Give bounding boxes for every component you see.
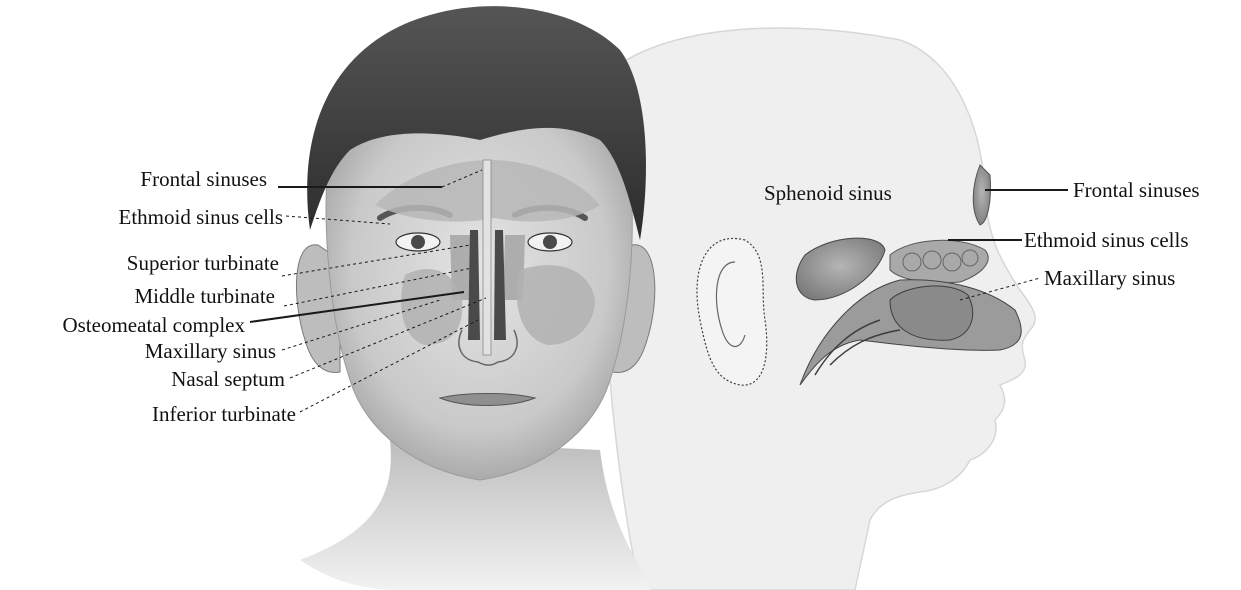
label-sphenoid-sinus: Sphenoid sinus xyxy=(764,181,892,205)
front-left-iris xyxy=(411,235,425,249)
label-frontal-sinuses-side: Frontal sinuses xyxy=(1073,178,1200,202)
label-superior-turbinate: Superior turbinate xyxy=(75,251,279,275)
label-nasal-septum: Nasal septum xyxy=(120,367,285,391)
label-inferior-turbinate: Inferior turbinate xyxy=(92,402,296,426)
label-middle-turbinate: Middle turbinate xyxy=(85,284,275,308)
label-maxillary-sinus-side: Maxillary sinus xyxy=(1044,266,1175,290)
label-frontal-sinuses-front: Frontal sinuses xyxy=(95,167,267,191)
label-ethmoid-sinus-cells-side: Ethmoid sinus cells xyxy=(1024,228,1189,252)
label-osteomeatal-complex: Osteomeatal complex xyxy=(5,313,245,337)
front-nasal-septum-shape xyxy=(483,160,491,355)
profile-head xyxy=(591,28,1035,590)
front-right-iris xyxy=(543,235,557,249)
label-maxillary-sinus-front: Maxillary sinus xyxy=(100,339,276,363)
profile-ethmoid-cells-shape xyxy=(890,240,988,283)
label-ethmoid-sinus-cells-front: Ethmoid sinus cells xyxy=(60,205,283,229)
front-head xyxy=(296,6,654,590)
